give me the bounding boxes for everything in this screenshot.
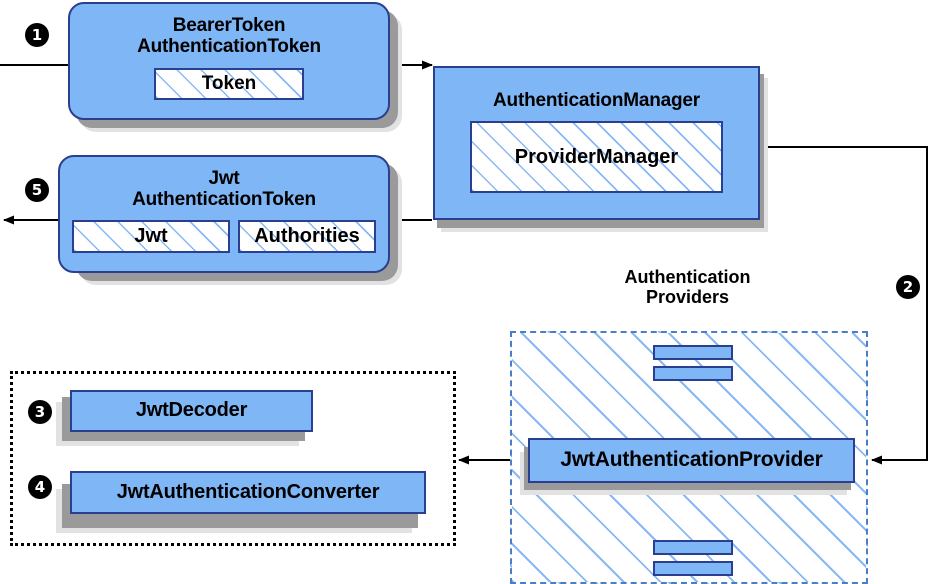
bearer-token-title-line2: AuthenticationToken — [137, 36, 321, 57]
bearer-token-field-token-label: Token — [201, 72, 257, 94]
jwt-authentication-provider-title: JwtAuthenticationProvider — [560, 448, 823, 472]
authentication-manager-field-provider-manager: ProviderManager — [470, 121, 723, 194]
jwt-token-field-jwt: Jwt — [72, 220, 230, 254]
node-jwt-decoder[interactable]: JwtDecoder — [70, 390, 313, 432]
authentication-manager-title: AuthenticationManager — [493, 89, 700, 111]
step-marker-3: 3 — [28, 400, 52, 424]
jwt-token-field-jwt-label: Jwt — [134, 225, 168, 248]
jwt-token-field-row: Jwt Authorities — [72, 220, 376, 254]
jwt-decoder-title: JwtDecoder — [135, 399, 248, 422]
bearer-token-title-line1: BearerToken — [172, 15, 286, 37]
node-authentication-manager[interactable]: AuthenticationManager ProviderManager — [433, 66, 760, 220]
jwt-token-field-authorities-label: Authorities — [254, 225, 360, 248]
node-jwt-authentication-converter[interactable]: JwtAuthenticationConverter — [70, 471, 426, 514]
jwt-authentication-converter-title: JwtAuthenticationConverter — [116, 480, 380, 503]
provider-placeholder-bar-top-2 — [653, 366, 733, 381]
authentication-manager-field-provider-manager-label: ProviderManager — [514, 145, 679, 168]
node-bearer-token-authentication-token[interactable]: BearerToken AuthenticationToken Token — [68, 2, 390, 120]
authentication-providers-label-line2: Providers — [645, 286, 730, 307]
provider-placeholder-bar-bottom-1 — [653, 540, 733, 555]
step-marker-2: 2 — [896, 275, 920, 299]
edge-authmanager-to-provider — [760, 146, 928, 465]
jwt-token-title: Jwt AuthenticationToken — [132, 167, 316, 210]
authentication-providers-label-line1: Authentication — [624, 267, 751, 287]
bearer-token-title: BearerToken AuthenticationToken — [137, 16, 321, 57]
bearer-token-field-token: Token — [154, 67, 304, 100]
provider-placeholder-bar-top-1 — [653, 345, 733, 360]
provider-placeholder-bar-bottom-2 — [653, 561, 733, 576]
jwt-token-title-line1: Jwt — [208, 167, 240, 189]
node-jwt-authentication-token[interactable]: Jwt AuthenticationToken Jwt Authorities — [58, 155, 390, 273]
node-jwt-authentication-provider[interactable]: JwtAuthenticationProvider — [528, 438, 855, 483]
jwt-support-group-container — [10, 371, 456, 546]
authentication-providers-label: Authentication Providers — [585, 267, 790, 308]
step-marker-1: 1 — [25, 23, 49, 47]
jwt-token-title-line2: AuthenticationToken — [132, 188, 316, 210]
step-marker-4: 4 — [28, 475, 52, 499]
jwt-token-field-authorities: Authorities — [238, 220, 376, 254]
step-marker-5: 5 — [25, 178, 49, 202]
